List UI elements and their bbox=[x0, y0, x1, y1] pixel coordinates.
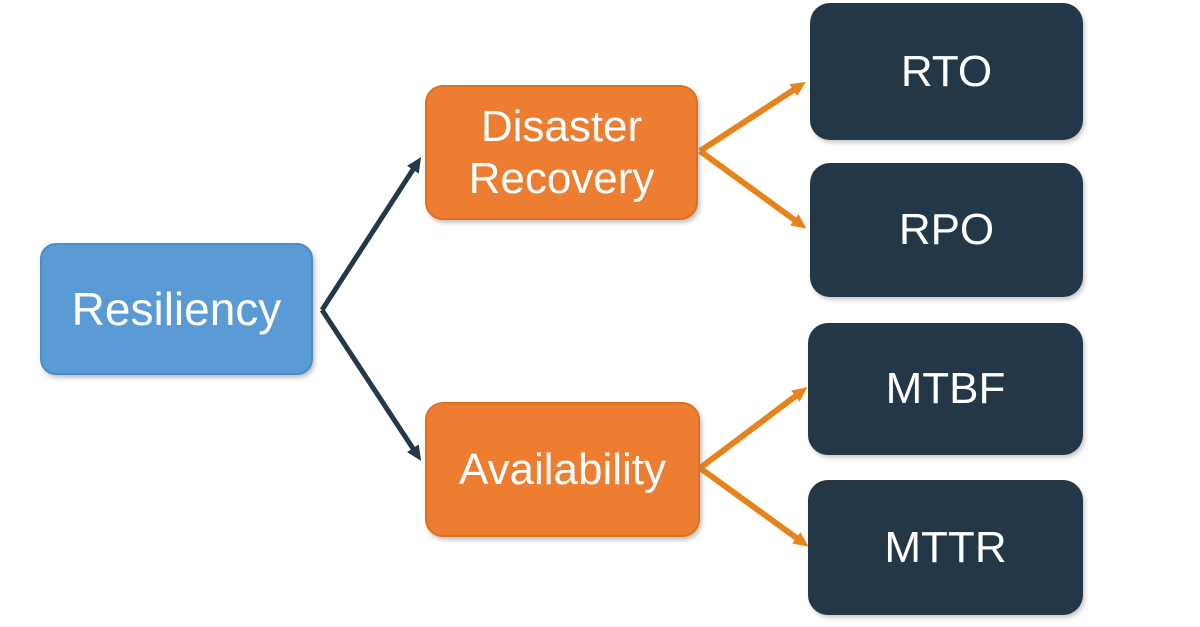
node-mtbf: MTBF bbox=[808, 323, 1083, 455]
node-rpo-label: RPO bbox=[898, 205, 995, 255]
node-disaster-recovery-label-line1: Disaster bbox=[480, 101, 643, 151]
node-disaster-recovery: Disaster Recovery bbox=[425, 85, 698, 220]
edge-resiliency-disaster-recovery bbox=[319, 157, 422, 312]
node-rto-label: RTO bbox=[900, 46, 993, 96]
node-mttr: MTTR bbox=[808, 480, 1083, 615]
edge-disaster-recovery-rto bbox=[698, 81, 806, 154]
node-disaster-recovery-label-line2: Recovery bbox=[468, 153, 655, 203]
node-rpo: RPO bbox=[810, 163, 1083, 297]
node-resiliency-label: Resiliency bbox=[71, 282, 282, 335]
node-availability-label: Availability bbox=[458, 444, 667, 494]
node-mttr-label: MTTR bbox=[884, 522, 1007, 572]
node-resiliency: Resiliency bbox=[40, 243, 313, 375]
edge-resiliency-availability bbox=[319, 308, 422, 461]
edge-availability-mtbf bbox=[698, 387, 808, 471]
edge-disaster-recovery-rpo bbox=[698, 148, 807, 229]
node-availability: Availability bbox=[425, 402, 700, 537]
edge-availability-mttr bbox=[698, 465, 809, 547]
node-mtbf-label: MTBF bbox=[885, 364, 1006, 414]
node-rto: RTO bbox=[810, 3, 1083, 140]
